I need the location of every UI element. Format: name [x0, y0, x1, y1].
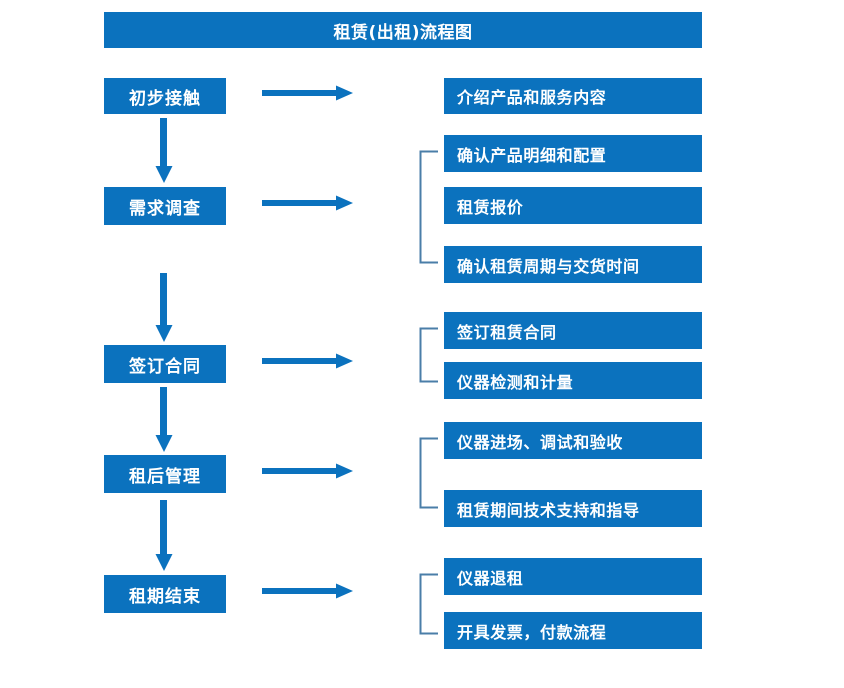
down-arrow-icon-2 [155, 273, 173, 343]
detail-box-lease-quotation[interactable]: 租赁报价 [444, 187, 702, 224]
right-arrow-icon-2 [262, 194, 354, 212]
detail-box-technical-support[interactable]: 租赁期间技术支持和指导 [444, 490, 702, 527]
detail-box-confirm-product-details[interactable]: 确认产品明细和配置 [444, 135, 702, 172]
right-arrow-icon-3 [262, 352, 354, 370]
right-arrow-icon-1 [262, 84, 354, 102]
detail-box-introduce-products[interactable]: 介绍产品和服务内容 [444, 78, 702, 114]
stage-box-lease-end[interactable]: 租期结束 [104, 575, 226, 613]
detail-box-instrument-return[interactable]: 仪器退租 [444, 558, 702, 595]
stage-box-initial-contact[interactable]: 初步接触 [104, 78, 226, 114]
right-arrow-icon-4 [262, 462, 354, 480]
bracket-group-lease-end [419, 573, 439, 635]
bracket-group-requirement-survey [419, 150, 439, 264]
detail-box-confirm-lease-period[interactable]: 确认租赁周期与交货时间 [444, 246, 702, 283]
stage-box-requirement-survey[interactable]: 需求调查 [104, 187, 226, 225]
detail-box-sign-lease-agreement[interactable]: 签订租赁合同 [444, 312, 702, 349]
detail-box-invoice-payment[interactable]: 开具发票，付款流程 [444, 612, 702, 649]
stage-box-sign-contract[interactable]: 签订合同 [104, 345, 226, 383]
page-title: 租赁(出租)流程图 [104, 12, 702, 48]
bracket-group-post-lease-management [419, 437, 439, 509]
down-arrow-icon-3 [155, 387, 173, 453]
down-arrow-icon-1 [155, 118, 173, 184]
down-arrow-icon-4 [155, 500, 173, 572]
bracket-group-sign-contract [419, 327, 439, 383]
detail-box-instrument-installation[interactable]: 仪器进场、调试和验收 [444, 422, 702, 459]
detail-box-instrument-inspection[interactable]: 仪器检测和计量 [444, 362, 702, 399]
stage-box-post-lease-management[interactable]: 租后管理 [104, 455, 226, 493]
right-arrow-icon-5 [262, 582, 354, 600]
